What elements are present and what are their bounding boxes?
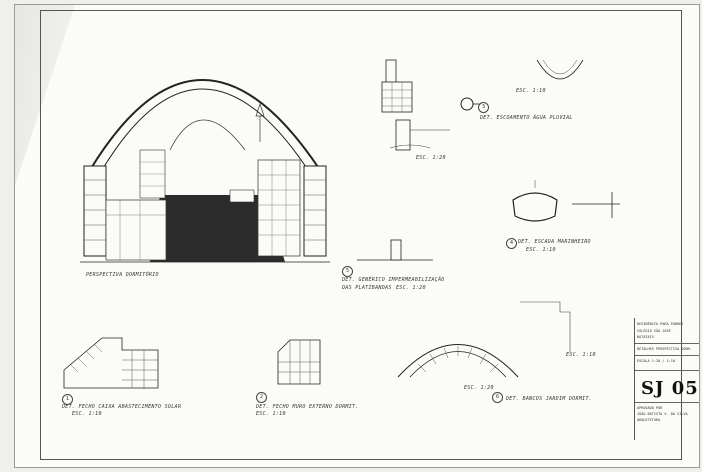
label-escoamento-scale: ESC. 1:10 (516, 88, 546, 94)
detail-ladder-ring (512, 180, 558, 222)
label-esc-1-20-upper: ESC. 1:20 (416, 155, 446, 161)
title-scale: ESCALA 1:20 / 1:10 (637, 359, 675, 363)
detail-number-2: 2 (256, 392, 267, 403)
label-fecho-muro-scale: ESC. 1:10 (256, 411, 286, 417)
title-architect: JOÃO BATISTA V. DA SILVA (637, 412, 688, 416)
detail-ladder-plan (572, 192, 620, 218)
label-escada-scale: ESC. 1:10 (526, 247, 556, 253)
label-impermeab: DET. GENÉRICO IMPERMEABILIZAÇÃO (342, 277, 445, 283)
detail-number-6: 6 (492, 392, 503, 403)
detail-wall-outline (520, 301, 571, 352)
detail-number-5: 5 (342, 266, 353, 277)
title-client: COLÉGIO SÃO JOSÉ (637, 329, 671, 333)
title-project: RESIDÊNCIA PARA PADRES (637, 322, 684, 326)
label-bancos: DET. BANCOS JARDIM DORMIT. (506, 396, 593, 402)
label-bancos-scale: ESC. 1:20 (464, 385, 494, 391)
detail-number-3: 3 (478, 102, 489, 113)
detail-solar-box-brick (63, 337, 159, 389)
dormitory-perspective-drawing (80, 79, 330, 263)
title-discipline: ARQUITETURA (637, 418, 661, 422)
label-fecho-caixa-scale: ESC. 1:10 (72, 411, 102, 417)
label-perspective: PERSPECTIVA DORMITÓRIO (86, 272, 159, 278)
label-escada: DET. ESCADA MARINHEIRO (518, 239, 591, 245)
detail-platibanda-section (381, 59, 450, 151)
detail-garden-bench (397, 344, 519, 378)
title-content: DETALHES PERSPECTIVA DORM. (637, 347, 692, 351)
label-fecho-muro: DET. FECHO MURO EXTERNO DORMIT. (256, 404, 359, 410)
title-divider (635, 343, 699, 344)
detail-number-1: 1 (62, 394, 73, 405)
label-impermeab-scale: ESC. 1:20 (396, 285, 426, 291)
label-fecho-caixa: DET. FECHO CAIXA ABASTECIMENTO SOLAR (62, 404, 182, 410)
title-divider (635, 355, 699, 356)
title-divider (635, 370, 699, 371)
title-block: RESIDÊNCIA PARA PADRES COLÉGIO SÃO JOSÉ … (634, 318, 699, 440)
title-approved: APROVADO POR (637, 406, 663, 410)
drawing-frame (40, 10, 682, 460)
sheet-code: SJ 05 (641, 378, 699, 399)
detail-gutter-profile (536, 59, 584, 80)
title-city: BATATAIS (637, 335, 654, 339)
detail-waterproofing (357, 239, 433, 261)
title-divider (635, 402, 699, 403)
label-esc-1-10-right: ESC. 1:10 (566, 352, 596, 358)
label-impermeab-2: DAS PLATIBANDAS (342, 285, 392, 291)
detail-number-4: 4 (506, 238, 517, 249)
detail-external-wall (277, 339, 321, 385)
label-escoamento: DET. ESCOAMENTO ÁGUA PLUVIAL (480, 115, 573, 121)
